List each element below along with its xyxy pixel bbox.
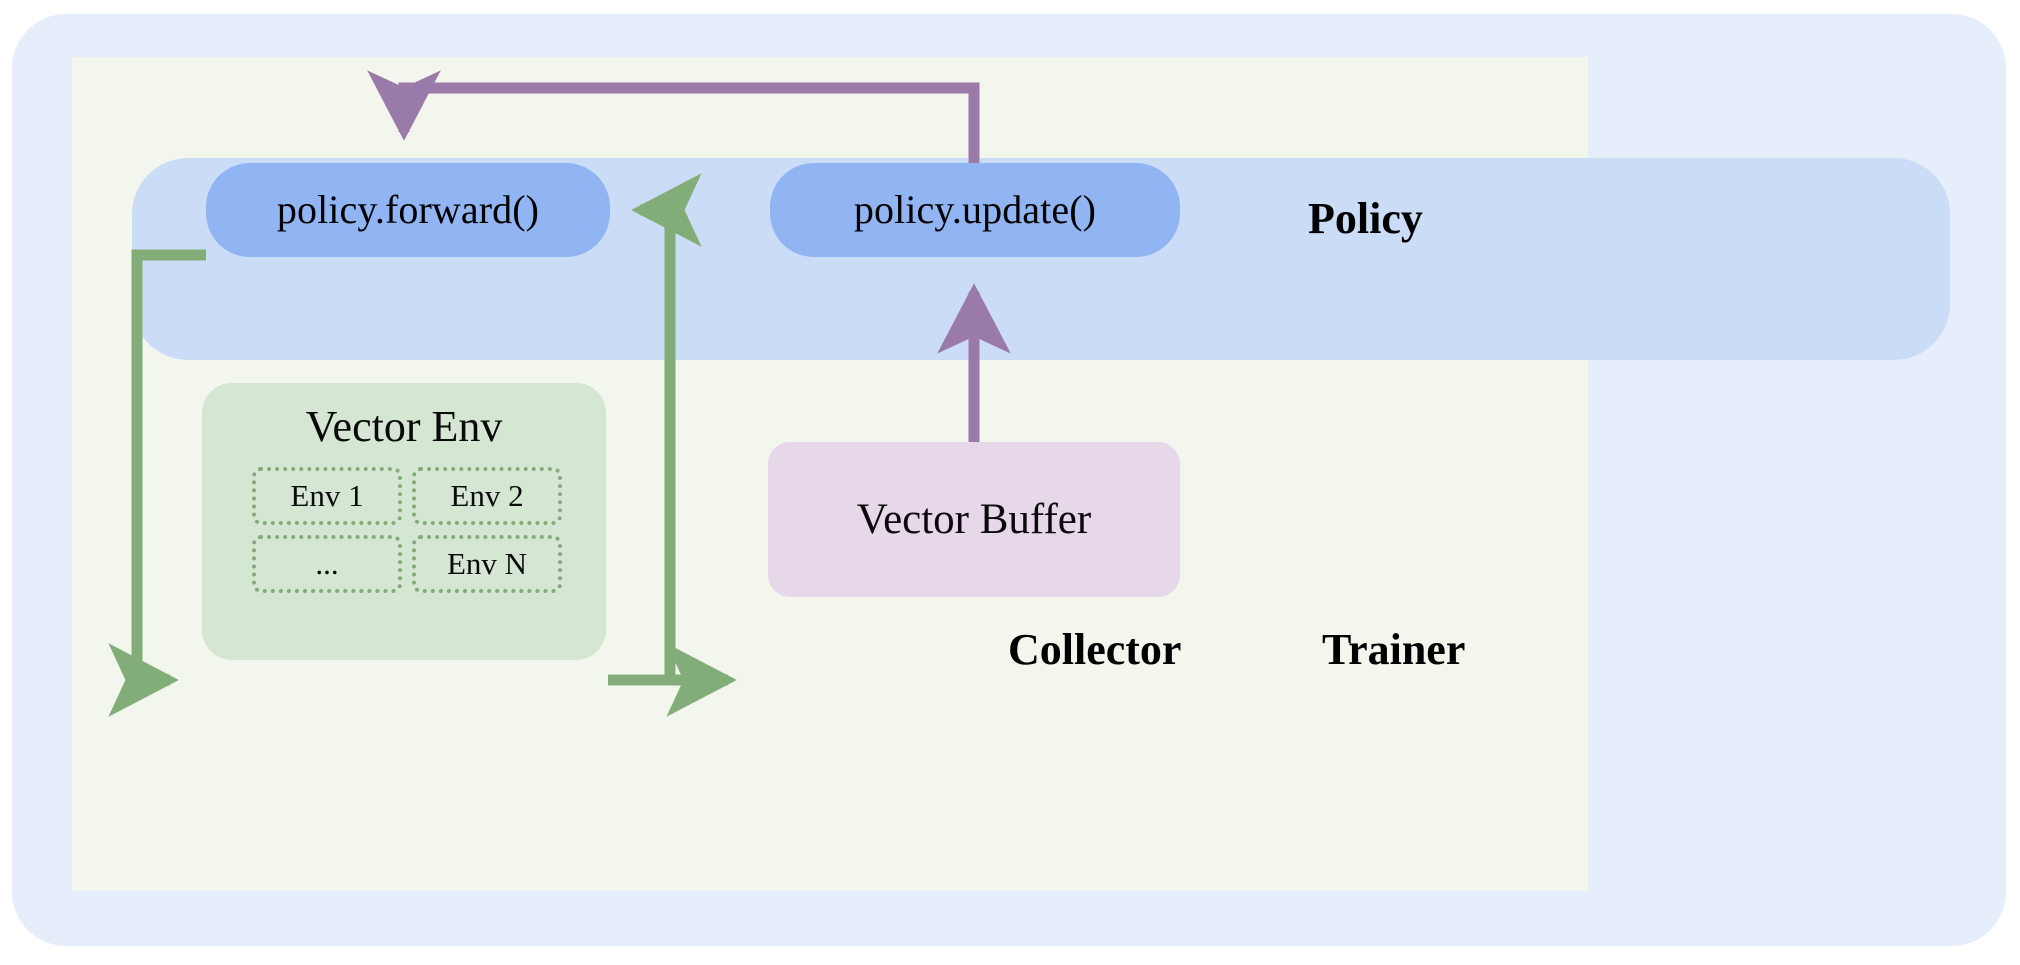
policy-update-node[interactable]: policy.update() bbox=[770, 163, 1180, 257]
env-cell-1[interactable]: Env 1 bbox=[252, 467, 402, 525]
env-cell-2[interactable]: Env 2 bbox=[412, 467, 562, 525]
vector-env-node[interactable]: Vector Env Env 1 Env 2 ... Env N bbox=[202, 383, 606, 660]
trainer-region-label: Trainer bbox=[1322, 625, 1466, 674]
env-cell-n[interactable]: Env N bbox=[412, 535, 562, 593]
env-grid: Env 1 Env 2 ... Env N bbox=[252, 467, 562, 593]
collector-region-label: Collector bbox=[1008, 625, 1182, 674]
env-cell-ellipsis[interactable]: ... bbox=[252, 535, 402, 593]
vector-env-label: Vector Env bbox=[305, 402, 503, 451]
policy-forward-node[interactable]: policy.forward() bbox=[206, 163, 610, 257]
policy-region-label: Policy bbox=[1308, 194, 1423, 243]
vector-buffer-node[interactable]: Vector Buffer bbox=[768, 442, 1180, 597]
